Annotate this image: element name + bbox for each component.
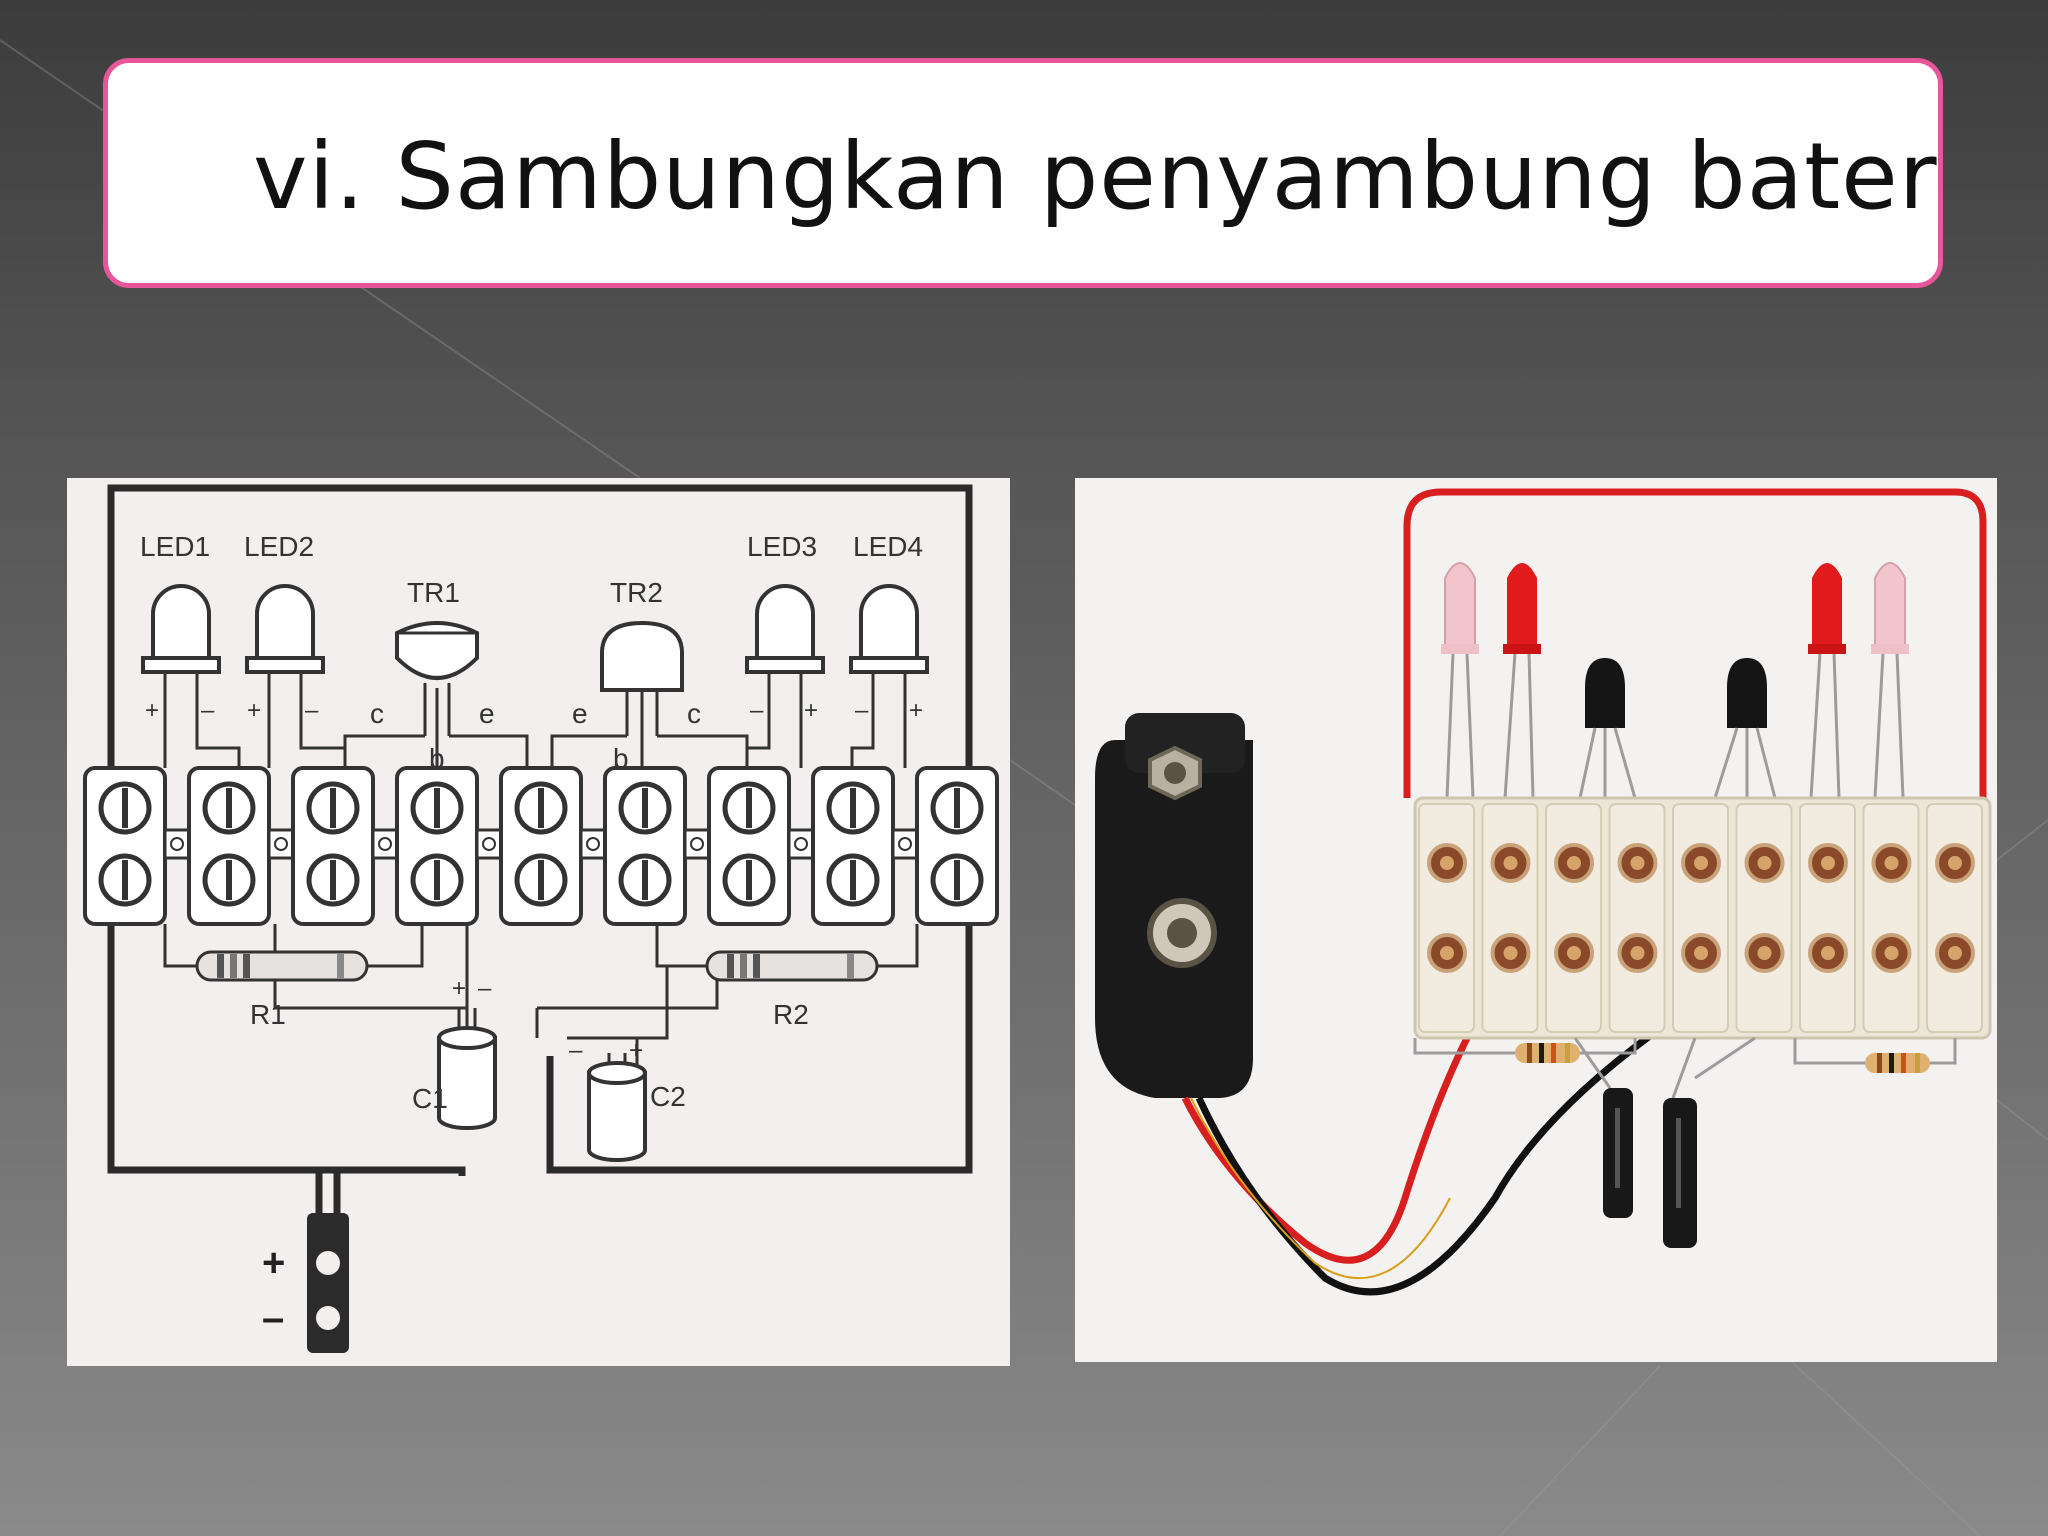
lower-wiring: [163, 924, 919, 1068]
photo-capacitor-1: [1603, 1088, 1633, 1218]
tr1-collector-label: c: [370, 698, 384, 729]
photo-terminal-cell: [1862, 803, 1920, 1033]
photo-terminal-cell: [1799, 803, 1856, 1033]
title-box: vi. Sambungkan penyambung bateri.: [103, 58, 1943, 288]
r1-label: R1: [250, 999, 286, 1030]
photo-capacitor-2: [1663, 1098, 1697, 1248]
c2-minus: –: [569, 1037, 583, 1064]
terminal-block: [83, 766, 999, 926]
tr1-label: TR1: [407, 577, 460, 608]
circuit-diagram: LED1 LED2 LED3 LED4 + – + – – + – + TR1 …: [83, 484, 999, 1353]
c2-label: C2: [650, 1081, 686, 1112]
circuit-diagram-panel: LED1 LED2 LED3 LED4 + – + – – + – + TR1 …: [67, 478, 1010, 1366]
led3-plus: +: [804, 697, 818, 724]
capacitor-2: [587, 1053, 647, 1162]
tr1-emitter-label: e: [479, 698, 495, 729]
outer-wire: [107, 484, 973, 1213]
photo-terminal-cell: [1926, 803, 1983, 1033]
photo-led-1: [1441, 562, 1479, 654]
tr2-collector-label: c: [687, 698, 701, 729]
c1-minus: –: [478, 975, 492, 1002]
photo-terminal-cell: [1608, 803, 1666, 1033]
led3-label: LED3: [747, 531, 817, 562]
photo-terminal-cell: [1545, 803, 1602, 1033]
terminal-cell: [915, 766, 999, 926]
battery-plus-label: +: [262, 1241, 285, 1285]
led2-label: LED2: [244, 531, 314, 562]
c1-label: C1: [412, 1083, 448, 1114]
circuit-photo-panel: [1075, 478, 1997, 1362]
terminal-cell: [187, 766, 295, 926]
red-loop-wire: [1403, 488, 1987, 818]
slide-title: vi. Sambungkan penyambung bateri.: [253, 123, 1943, 230]
photo-led-4: [1871, 562, 1909, 654]
photo-lower-wires: [1413, 1036, 1957, 1099]
c1-plus: +: [452, 975, 466, 1002]
photo-transistor-2: [1713, 658, 1777, 799]
photo-led-3: [1808, 563, 1846, 654]
led4-label: LED4: [853, 531, 923, 562]
battery-minus-label: –: [262, 1296, 284, 1340]
c2-plus: +: [629, 1037, 643, 1064]
led3-minus: –: [750, 697, 764, 724]
photo-resistor-2: [1865, 1053, 1930, 1073]
transistor-2: [600, 620, 684, 736]
led2-plus: +: [247, 697, 261, 724]
led1-minus: –: [201, 697, 215, 724]
resistor-2: [705, 950, 879, 982]
terminal-cell: [395, 766, 503, 926]
led1-label: LED1: [140, 531, 210, 562]
photo-terminal-cell: [1481, 803, 1539, 1033]
led-2: [245, 584, 325, 728]
terminal-cell: [291, 766, 399, 926]
circuit-photo: [1095, 488, 1992, 1296]
terminal-cell: [707, 766, 815, 926]
photo-terminal-cell: [1418, 803, 1475, 1033]
photo-terminal-cell: [1672, 803, 1729, 1033]
led4-plus: +: [909, 697, 923, 724]
led2-minus: –: [305, 697, 319, 724]
transistor-1: [395, 621, 479, 736]
resistor-1: [195, 950, 369, 982]
battery-terminal: [307, 1213, 349, 1353]
photo-terminal-cell: [1735, 803, 1793, 1033]
terminal-cell: [83, 766, 191, 926]
r2-label: R2: [773, 999, 809, 1030]
photo-led-2: [1503, 563, 1541, 654]
led-4: [849, 584, 929, 728]
terminal-cell: [811, 766, 919, 926]
photo-terminal-block: [1413, 796, 1992, 1040]
photo-resistor-1: [1515, 1043, 1580, 1063]
tr2-label: TR2: [610, 577, 663, 608]
tr2-emitter-label: e: [572, 698, 588, 729]
capacitor-1: [437, 1008, 497, 1130]
battery-snap: [1095, 713, 1677, 1296]
terminal-cell: [603, 766, 711, 926]
led-3: [745, 584, 825, 728]
photo-transistor-1: [1578, 658, 1637, 799]
terminal-cell: [499, 766, 607, 926]
led1-plus: +: [145, 697, 159, 724]
led-1: [141, 584, 221, 728]
led-legs: [1445, 652, 1905, 799]
led4-minus: –: [855, 697, 869, 724]
upper-wiring: [163, 728, 907, 768]
